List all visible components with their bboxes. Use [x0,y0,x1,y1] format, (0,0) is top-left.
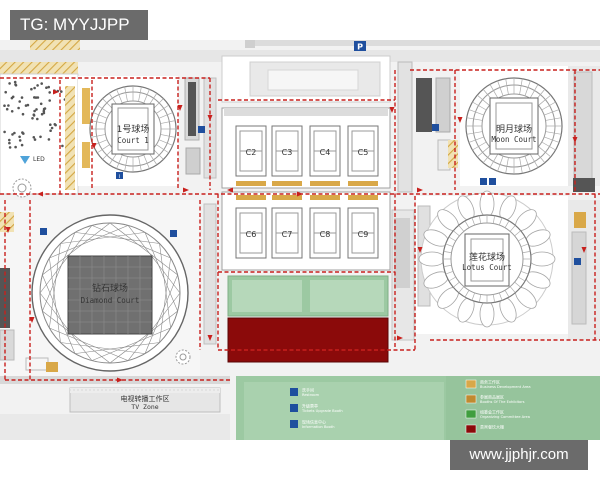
court-c9-label: C9 [358,230,369,239]
court-c6[interactable]: C6 [235,207,267,259]
tv-zone-label-en: TV Zone [131,403,158,411]
lotus-court-label-cn: 莲花球场 [469,251,505,263]
lotus-court-stadium[interactable]: 莲花球场 Lotus Court [418,190,556,328]
court-c9[interactable]: C9 [347,207,379,259]
court-c7[interactable]: C7 [271,207,303,259]
svg-text:洗手间: 洗手间 [302,387,314,393]
svg-text:Restroom: Restroom [302,393,320,397]
info-icon-lotus [574,258,581,265]
legend-swatch [465,394,477,404]
court-c6-label: C6 [246,230,257,239]
court-c3-label: C3 [282,148,293,157]
diamond-court-label-en: Diamond Court [81,296,140,305]
moon-court-label-en: Moon Court [491,135,536,144]
svg-text:Organizing Committee Area: Organizing Committee Area [480,415,530,419]
wheelchair-icon-right [432,124,439,131]
svg-text:P: P [357,43,363,52]
svg-text:商务工作区: 商务工作区 [480,379,500,385]
svg-text:Tickets Upgrade Booth: Tickets Upgrade Booth [301,409,343,413]
tv-zone-label-cn: 电视转播工作区 [121,394,170,403]
court-1-stadium[interactable]: 1号球场 Court 1 [89,85,177,173]
led-triangle-icon [20,156,30,164]
svg-text:升级票亭: 升级票亭 [302,403,318,409]
svg-text:Booths Of The Exhibitors: Booths Of The Exhibitors [480,400,525,404]
hatched-zone-court1-left [65,86,75,190]
info-icon-moon [489,178,496,185]
court-c4-label: C4 [320,148,331,157]
hatched-zone-top-left [0,62,78,74]
court-c3[interactable]: C3 [271,125,303,177]
svg-text:Business Development Area: Business Development Area [480,385,531,389]
court-c8-label: C8 [320,230,331,239]
svg-text:现场信息中心: 现场信息中心 [302,419,326,425]
court-c8[interactable]: C8 [309,207,341,259]
vip-tent [227,317,389,363]
court-c5[interactable]: C5 [347,125,379,177]
legend-area-item: 贵宾餐饮大棚 [465,424,504,434]
court-c5-label: C5 [358,148,369,157]
legend-swatch [465,424,477,434]
court-c4[interactable]: C4 [309,125,341,177]
legend-swatch [465,379,477,389]
court-c7-label: C7 [282,230,293,239]
info-icon [290,420,298,428]
court-c2[interactable]: C2 [235,125,267,177]
moon-court-stadium[interactable]: 明月球场 Moon Court [465,77,563,175]
moon-court-label-cn: 明月球场 [496,123,532,135]
restroom-icon [290,388,298,396]
ticket-icon [290,404,298,412]
diamond-court-stadium[interactable]: 钻石球场 Diamond Court [31,214,189,372]
court-c2-label: C2 [246,148,257,157]
watermark-bottom: www.jjphjr.com [450,440,588,470]
svg-text:i: i [119,174,120,180]
info-icon-court1 [116,172,123,179]
watermark-top: TG: MYYJJPP [10,10,148,40]
svg-text:Information Booth: Information Booth [302,425,335,429]
diamond-court-label-cn: 钻石球场 [92,282,128,294]
court-1-label-en: Court 1 [117,136,149,145]
legend-swatch [465,409,477,419]
parking-icon [354,41,366,51]
svg-text:组委会工作区: 组委会工作区 [480,409,504,415]
svg-text:贵宾餐饮大棚: 贵宾餐饮大棚 [480,424,504,430]
wheelchair-icon [198,126,205,133]
court-1-label-cn: 1号球场 [117,123,150,135]
lotus-court-label-en: Lotus Court [462,263,512,272]
led-label: LED [33,156,45,163]
restroom-icon-moon [480,178,487,185]
svg-text:参展商品展区: 参展商品展区 [480,394,504,400]
